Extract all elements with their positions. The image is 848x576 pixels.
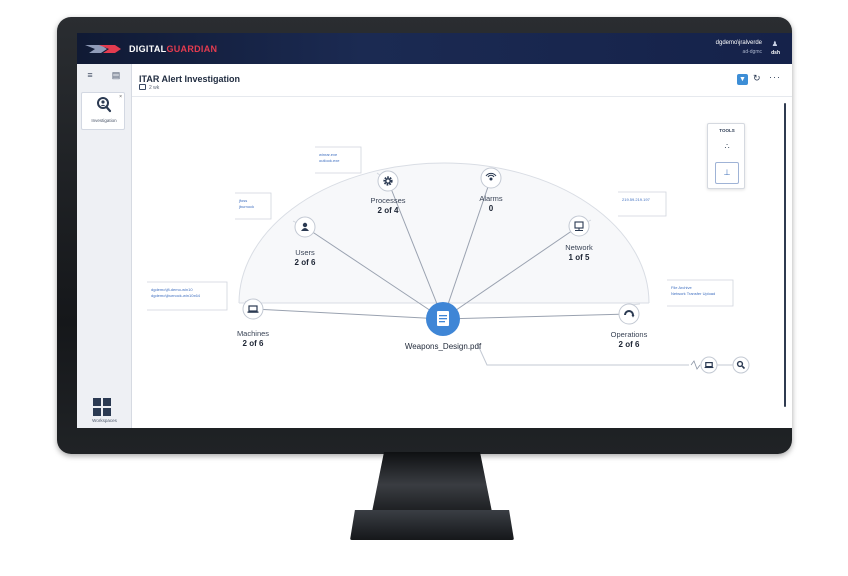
brand-name: DIGITALGUARDIAN: [129, 44, 217, 54]
callout-bracket: [147, 281, 228, 311]
brand-name-part1: DIGITAL: [129, 44, 167, 54]
graph-edges: [252, 177, 630, 320]
monitor-screen: DIGITALGUARDIAN dgdemo\jralverde ad-dgmc…: [77, 33, 792, 428]
menu-toggle-icon[interactable]: ≡: [87, 70, 93, 80]
center-node-label: Weapons_Design.pdf: [405, 342, 482, 351]
path-break-mark: [690, 360, 701, 370]
node-label: Machines: [237, 329, 269, 338]
node-value: 1 of 5: [569, 253, 590, 262]
gear-icon: [383, 176, 393, 186]
monitor-stand-base: [350, 510, 514, 540]
node-value: 2 of 6: [295, 258, 316, 267]
layout-tool-button[interactable]: ∴: [724, 142, 730, 151]
filter-button[interactable]: ▼: [737, 74, 748, 85]
investigation-label: Investigation: [91, 118, 117, 123]
callout-text[interactable]: File Archive: [671, 285, 692, 290]
external-node-2[interactable]: [732, 356, 750, 374]
path-to-external-nodes: [476, 342, 750, 374]
refresh-button[interactable]: ↻: [753, 73, 761, 83]
investigation-workspace-card[interactable]: × Investigation: [81, 92, 125, 130]
radial-layout-tool-button[interactable]: ⊥: [715, 162, 739, 184]
user-name[interactable]: dgdemo\jralverde: [715, 40, 762, 46]
workspaces-label[interactable]: Workspaces: [92, 418, 117, 423]
calendar-icon: [139, 84, 146, 90]
callout-bracket: [618, 191, 667, 217]
callout-text[interactable]: outlook.exe: [319, 158, 340, 163]
center-node[interactable]: Weapons_Design.pdf: [405, 302, 482, 351]
callout-text[interactable]: dgdemo\jburnock-win10x64: [151, 293, 201, 298]
external-node-1[interactable]: [700, 356, 718, 374]
node-value: 0: [489, 204, 494, 213]
node-value: 2 of 6: [243, 339, 264, 348]
monitor-stand-neck: [372, 452, 492, 512]
edge-alarms: [442, 177, 492, 320]
alarm-icon: [485, 172, 497, 181]
path-line: [476, 342, 689, 366]
workspaces-icon[interactable]: [93, 398, 111, 416]
node-label: Operations: [611, 330, 648, 339]
node-label: Alarms: [479, 194, 503, 203]
node-value: 2 of 4: [378, 206, 399, 215]
callout-text[interactable]: 219.59.219.197: [622, 197, 651, 202]
brand-name-part2: GUARDIAN: [166, 44, 218, 54]
callout-text[interactable]: dgdemo\jfi-demo-win10: [151, 287, 193, 292]
node-label: Users: [295, 248, 315, 257]
edge-machines: [252, 308, 444, 320]
node-circle: [377, 170, 399, 192]
header-divider: [132, 96, 792, 97]
left-rail: ≡ ▤ × Investigation Workspaces: [77, 64, 132, 428]
more-options-button[interactable]: ···: [769, 72, 781, 82]
user-menu-icon[interactable]: ♟: [771, 41, 778, 48]
laptop-icon: [704, 362, 714, 369]
investigation-icon: [736, 360, 746, 370]
node-circle: [732, 356, 750, 374]
callout-machines: dgdemo\jfi-demo-win10dgdemo\jburnock-win…: [147, 281, 254, 311]
operations-icon: [624, 310, 635, 318]
node-circle: [700, 356, 718, 374]
node-circle: [618, 303, 640, 325]
vertical-scrollbar[interactable]: [784, 103, 786, 407]
page-title: ITAR Alert Investigation: [139, 74, 241, 84]
node-label: Network: [565, 243, 593, 252]
investigation-icon: [97, 97, 112, 113]
brand-logo-icon: [85, 45, 121, 53]
tools-title: TOOLS: [719, 128, 735, 133]
callout-bracket: [315, 146, 362, 174]
edge-network: [442, 225, 580, 320]
tools-panel: TOOLS ∴ ⊥: [707, 123, 745, 189]
edge-processes: [387, 180, 444, 320]
callout-text[interactable]: jfoss: [238, 198, 247, 203]
callout-text[interactable]: jburnock: [238, 204, 254, 209]
page-subtitle: 2 wk: [149, 85, 160, 91]
app-bar: DIGITALGUARDIAN dgdemo\jralverde ad-dgmc…: [77, 33, 792, 64]
callout-bracket: [235, 192, 272, 220]
user-domain: ad-dgmc: [742, 49, 762, 55]
user-icon: [301, 222, 309, 231]
node-value: 2 of 6: [619, 340, 640, 349]
dashboard-icon[interactable]: ▤: [111, 70, 121, 80]
document-icon: [437, 311, 449, 326]
callout-bracket: [667, 279, 734, 307]
card-close-icon[interactable]: ×: [119, 94, 122, 100]
callout-text[interactable]: winrar.exe: [319, 152, 338, 157]
edge-operations: [442, 313, 630, 320]
edge-users: [304, 226, 444, 320]
laptop-icon: [247, 305, 259, 313]
network-icon: [574, 221, 584, 231]
node-label: Processes: [370, 196, 405, 205]
user-initials: dsh: [771, 50, 780, 56]
callout-text[interactable]: Network Transfer Upload: [671, 291, 715, 296]
node-circle: [568, 215, 590, 237]
node-circle: [242, 298, 264, 320]
